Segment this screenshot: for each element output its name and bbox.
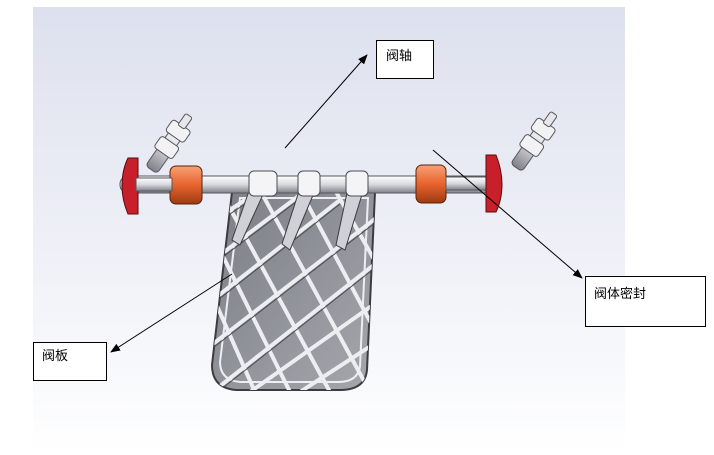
- label-valve-body-seal: 阀体密封: [585, 276, 706, 327]
- arrow-plate: [110, 273, 233, 353]
- valve-body-seal: [169, 164, 447, 205]
- label-valve-shaft: 阀轴: [376, 40, 434, 79]
- arrow-shaft: [284, 54, 368, 149]
- label-valve-plate: 阀板: [33, 342, 107, 381]
- left-end-fitting: [121, 113, 193, 215]
- valve-shaft: [119, 170, 501, 197]
- right-end-fitting: [445, 111, 558, 213]
- valve-plate: [210, 187, 377, 391]
- arrow-seal: [432, 149, 583, 279]
